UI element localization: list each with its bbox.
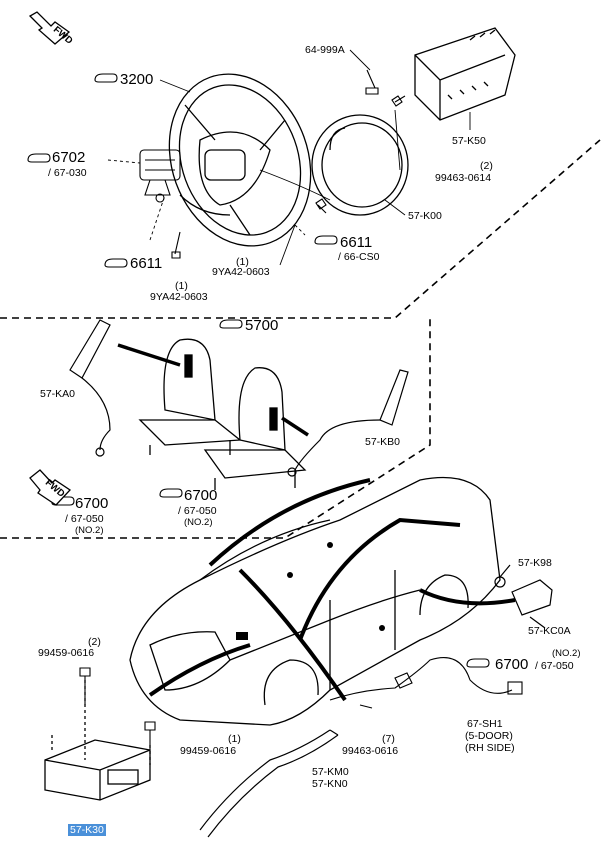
part-99463-qty: (2)	[480, 160, 493, 172]
part-57-k50-label[interactable]: 57-K50	[452, 135, 486, 147]
part-99459-0616-label-b[interactable]: 99459-0616	[180, 745, 237, 757]
part-6700-sub-label-c: / 67-050	[535, 660, 574, 672]
part-6611-right-sub-label: / 66-CS0	[338, 251, 380, 263]
fwd-arrow-top	[28, 11, 71, 45]
sas-control-unit-illustration	[44, 680, 151, 801]
part-67-sh1-note-side: (RH SIDE)	[465, 742, 515, 754]
part-6700-note-a: (NO.2)	[75, 525, 104, 536]
part-57-k00-label[interactable]: 57-K00	[408, 210, 442, 222]
crash-sensor-illustration	[494, 564, 553, 629]
part-99459-0616-label-a[interactable]: 99459-0616	[38, 647, 95, 659]
part-3200-label[interactable]: 3200	[120, 71, 154, 88]
part-6700-label-a[interactable]: 6700	[75, 495, 109, 512]
passenger-airbag-module-illustration	[414, 27, 516, 121]
part-6611-left-label[interactable]: 6611	[130, 255, 163, 272]
part-6700-note-b: (NO.2)	[184, 517, 213, 528]
combination-switch-illustration	[139, 149, 181, 203]
part-6700-sub-label-a: / 67-050	[65, 513, 104, 525]
part-57-k98-label[interactable]: 57-K98	[518, 557, 552, 569]
sas-unit-bolts	[79, 667, 156, 750]
seat-side-airbag-illustrations	[69, 319, 409, 477]
section-divider-seats	[0, 318, 431, 539]
part-57-kb0-label[interactable]: 57-KB0	[365, 436, 401, 448]
steering-wheel-illustration	[168, 73, 312, 247]
reference-arrow-icons	[27, 73, 490, 668]
part-9ya42-qty-b: (1)	[175, 280, 188, 292]
part-6702-label[interactable]: 6702	[52, 149, 86, 166]
vehicle-body-illustration	[129, 476, 501, 726]
wiring-harness-illustration	[329, 656, 523, 709]
part-57-kc0a-label[interactable]: 57-KC0A	[528, 625, 571, 637]
fwd-arrow-bottom	[29, 469, 71, 506]
part-57-km0-label[interactable]: 57-KM0	[312, 766, 349, 778]
part-67-sh1-label[interactable]: 67-SH1	[467, 718, 503, 730]
curtain-airbag-bands	[148, 478, 516, 702]
part-6700-label-c[interactable]: 6700	[495, 656, 529, 673]
part-9ya42-qty-a: (1)	[236, 256, 249, 268]
part-6700-sub-label-b: / 67-050	[178, 505, 217, 517]
part-64-999a-label[interactable]: 64-999A	[305, 44, 345, 56]
part-57-ka0-label[interactable]: 57-KA0	[40, 388, 76, 400]
part-6611-right-label[interactable]: 6611	[340, 234, 373, 251]
part-99459-qty-a: (2)	[88, 636, 101, 648]
part-5700-label[interactable]: 5700	[245, 317, 279, 334]
part-57-kn0-label[interactable]: 57-KN0	[312, 778, 348, 790]
part-6700-label-b[interactable]: 6700	[184, 487, 218, 504]
part-99463-qty-b: (7)	[382, 733, 395, 745]
part-67-sh1-note-door: (5-DOOR)	[465, 730, 513, 742]
part-6700-note-c: (NO.2)	[552, 648, 581, 659]
driver-airbag-module-illustration	[311, 114, 409, 216]
front-seat-illustrations	[138, 338, 307, 490]
bolt-icons	[171, 69, 406, 259]
part-9ya42-0603-label-a[interactable]: 9YA42-0603	[212, 266, 270, 278]
leader-lines-top	[107, 49, 471, 266]
vehicle-dots	[236, 542, 385, 640]
seat-belt-bands	[117, 343, 309, 437]
part-9ya42-0603-label-b[interactable]: 9YA42-0603	[150, 291, 208, 303]
part-6702-sub-label: / 67-030	[48, 167, 87, 179]
part-99463-0614-label[interactable]: 99463-0614	[435, 172, 492, 184]
part-99459-qty-b: (1)	[228, 733, 241, 745]
part-57-k30-label-highlighted[interactable]: 57-K30	[68, 824, 106, 836]
part-99463-0616-label[interactable]: 99463-0616	[342, 745, 399, 757]
side-curtain-airbag-illustration	[199, 729, 339, 838]
